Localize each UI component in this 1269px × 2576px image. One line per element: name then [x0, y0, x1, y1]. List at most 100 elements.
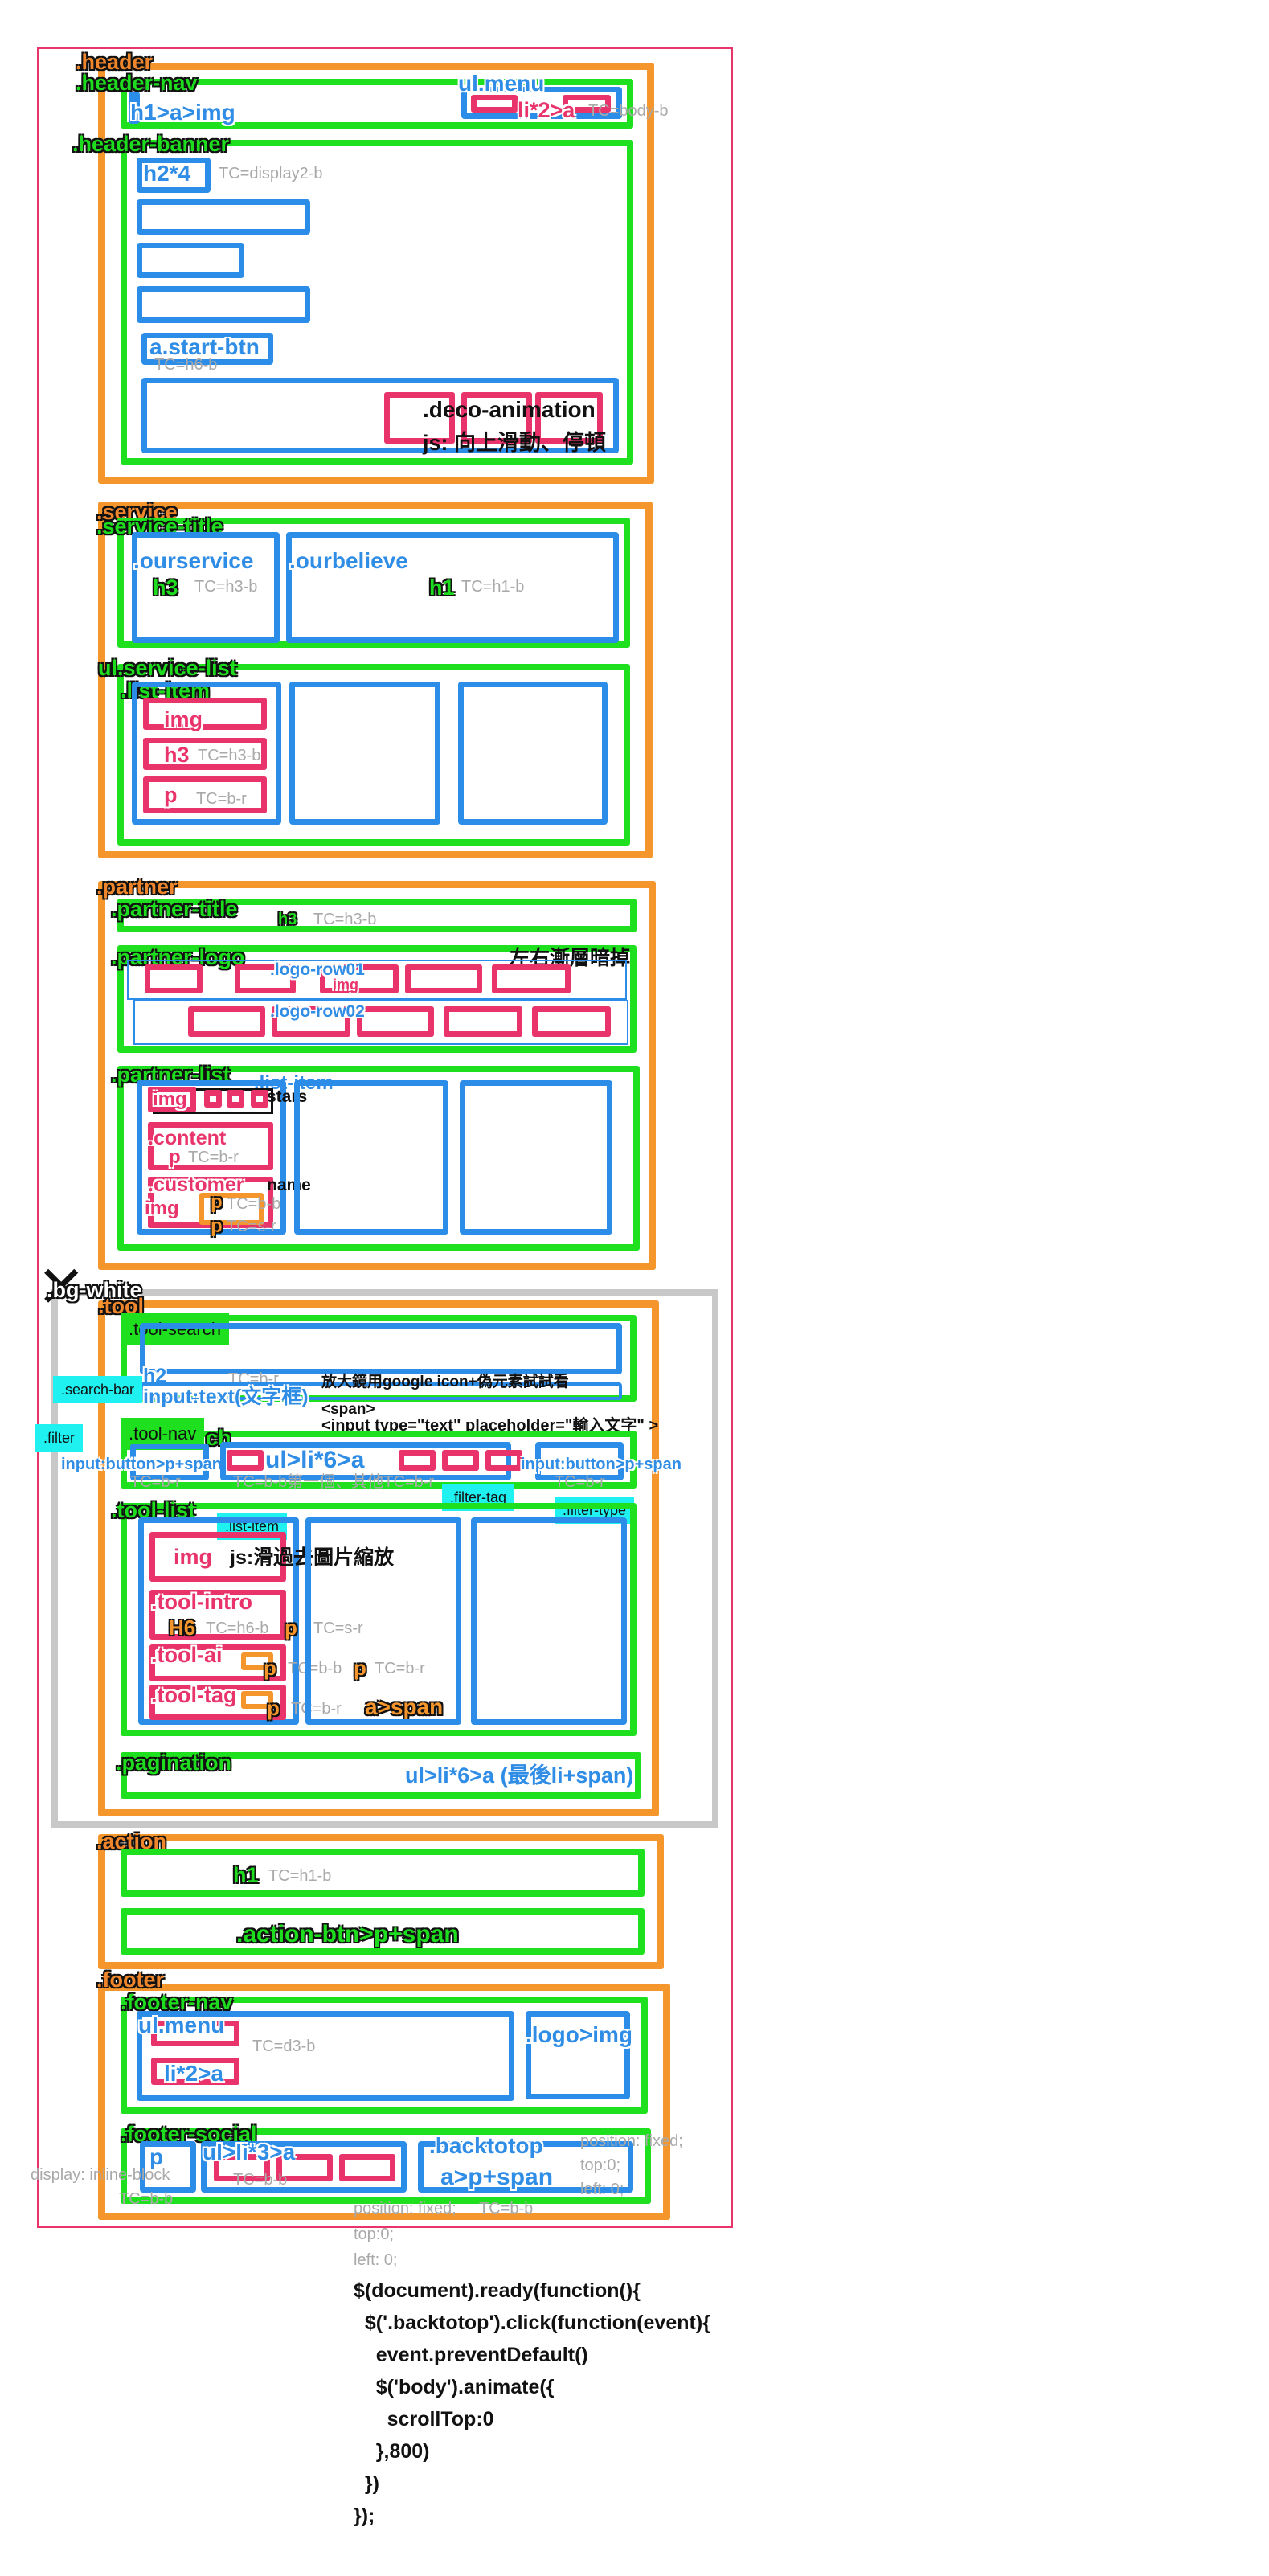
- filter-tag-box: [220, 1442, 511, 1480]
- deco-item-2: [461, 392, 532, 444]
- intro-p-label: p: [285, 1616, 297, 1640]
- tc-b-r-4: TC=b-r: [375, 1660, 425, 1677]
- tc-b-r-2: TC=b-r: [188, 1149, 239, 1166]
- h6-label: H6: [169, 1616, 196, 1640]
- logo-row02-box: [133, 1000, 628, 1045]
- star-1: [204, 1090, 222, 1108]
- logo-row02-item-5: [532, 1006, 611, 1037]
- tag-p-box: [241, 1691, 273, 1709]
- tool-tag-box: [149, 1685, 286, 1720]
- menu-item-box: [471, 95, 518, 113]
- h2-box-1: [137, 158, 211, 193]
- content-label: .content: [148, 1127, 227, 1149]
- service-img-box: [143, 698, 267, 730]
- ai-p-label-2: p: [354, 1656, 366, 1680]
- logo-row01-item-5: [492, 964, 571, 993]
- action-btn-box: [121, 1908, 645, 1955]
- header-box: [98, 63, 654, 484]
- a-span-label: a>span: [365, 1694, 444, 1719]
- tc-nav-note: TC=b-b第一個、其他TC=b-r: [233, 1473, 435, 1491]
- header-nav-label: .header-nav: [76, 71, 198, 95]
- h1-label: h1: [429, 575, 455, 600]
- deco-js-note: js: 向上滑動、停頓: [423, 431, 607, 455]
- deco-item-1: [384, 392, 455, 444]
- ai-p-box: [241, 1652, 273, 1670]
- ourservice-box: [132, 532, 280, 643]
- logo-row01-item-2: [235, 964, 296, 993]
- partner-list-box: [117, 1066, 640, 1251]
- input-button-right: input:button>p+span: [521, 1456, 682, 1473]
- start-btn-label: a.start-btn: [149, 334, 260, 359]
- backtotop-position: position: fixed;: [580, 2132, 683, 2150]
- logo-row02-item-2: [272, 1006, 350, 1037]
- partner-item-3: [460, 1080, 612, 1235]
- social-item-3: [339, 2154, 395, 2181]
- ourservice-label: .ourservice: [133, 548, 254, 573]
- close-icon: ✕: [37, 1255, 86, 1320]
- customer-img-label: img: [145, 1198, 179, 1219]
- backtotop-top: top:0;: [580, 2156, 621, 2174]
- tc-s-r-2: TC=s-r: [313, 1620, 363, 1637]
- tool-intro-box: [149, 1590, 286, 1640]
- tc-b-r-5: TC=b-r: [291, 1700, 342, 1718]
- search-note: 放大鏡用google icon+偽元素試試看: [321, 1374, 569, 1390]
- filter-tag-2: [399, 1450, 436, 1471]
- name-p-label-2: p: [211, 1215, 223, 1237]
- header-banner-box: [121, 140, 633, 465]
- tool-ai-label: .tool-ai: [151, 1643, 223, 1667]
- h1-a-img-label: h1>a>img: [130, 100, 235, 125]
- li-a-label: li*2>a: [518, 98, 575, 122]
- logo-row01-item-3: [320, 964, 399, 993]
- service-item-2: [289, 682, 440, 825]
- h3-pink-label: h3: [164, 743, 190, 767]
- menu-box: [461, 87, 622, 119]
- social-item-2: [276, 2154, 333, 2181]
- partner-h3-label: h3: [278, 911, 297, 928]
- service-title-box: [117, 518, 630, 648]
- tool-item-1: [138, 1517, 299, 1725]
- logo-img-label: img: [333, 977, 359, 993]
- filter-right-box: [535, 1442, 624, 1480]
- partner-img-label: img: [153, 1088, 187, 1110]
- customer-label: .customer: [148, 1173, 244, 1196]
- footer-social-ul-box: [201, 2141, 407, 2193]
- logo-row02-item-1: [188, 1006, 265, 1037]
- header-nav-box: [121, 79, 633, 129]
- pagination-box: [121, 1752, 641, 1799]
- tool-intro-label: .tool-intro: [151, 1590, 252, 1614]
- bg-white-box: [51, 1289, 718, 1828]
- tc-h1-b: TC=h1-b: [461, 578, 525, 596]
- backtotop-label: .backtotop: [429, 2133, 543, 2158]
- tag-p-label: p: [267, 1696, 280, 1720]
- partner-logo-box: [117, 945, 637, 1053]
- backtotop-code-snippet: $(document).ready(function(){ $('.backto…: [354, 2279, 710, 2527]
- tc-d3-b: TC=d3-b: [252, 2037, 316, 2055]
- span-tag-note: <span>: [321, 1401, 375, 1418]
- tool-tag-label: .tool-tag: [151, 1683, 237, 1707]
- input-tag-note: <input type="text" placeholder="輸入文字" >: [321, 1417, 659, 1435]
- tc-h1-b-2: TC=h1-b: [268, 1867, 332, 1885]
- name-p-label-1: p: [211, 1191, 223, 1213]
- display-inline-block: display: inline-block: [31, 2166, 170, 2184]
- logo-row01-box: [127, 960, 627, 1000]
- ul-li3-a-label: ul>li*3>a: [203, 2140, 296, 2164]
- footer-menu-item-2: [151, 2058, 239, 2085]
- backtotop-box: [418, 2141, 633, 2193]
- partner-item-2: [294, 1080, 448, 1235]
- service-p-box: [143, 776, 267, 813]
- tc-b-b-5: TC=b-b: [479, 2200, 534, 2218]
- logo-row02-label: .logo-row02: [270, 1002, 365, 1021]
- logo-row01-item-4: [405, 964, 482, 993]
- service-item-3: [458, 682, 608, 825]
- input-text-label: input:text(文字框): [143, 1386, 309, 1408]
- fixed-top-note: top:0;: [354, 2226, 395, 2243]
- action-box: [98, 1834, 664, 1969]
- header-label: .header: [76, 50, 154, 74]
- customer-box: [148, 1177, 273, 1228]
- action-h1-label: h1: [233, 1863, 259, 1887]
- tool-item-3: [471, 1517, 627, 1725]
- ourbelieve-label: .ourbelieve: [289, 548, 408, 573]
- p-label: p: [164, 783, 178, 807]
- search-bar-label: .search-bar: [53, 1376, 143, 1403]
- footer-p-label: p: [149, 2144, 164, 2169]
